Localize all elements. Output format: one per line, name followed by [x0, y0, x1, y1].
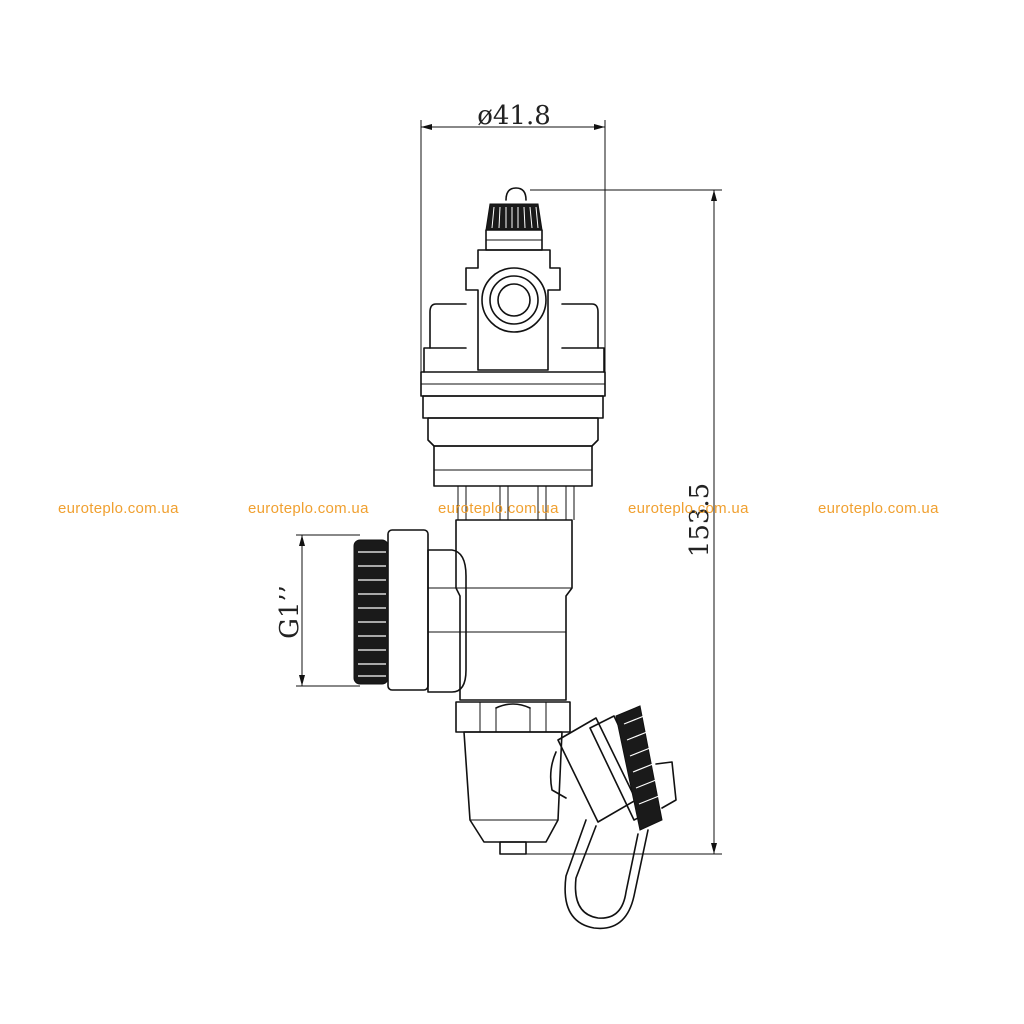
thread-dimension: G1’’ [275, 534, 360, 687]
height-dimension: 153.5 [500, 189, 722, 855]
threaded-connection [353, 529, 429, 691]
drain-cap [557, 705, 677, 930]
top-cap [485, 187, 543, 251]
valve-head [423, 249, 605, 373]
bottom-nut [455, 701, 571, 855]
watermark-1: euroteplo.com.ua [58, 500, 179, 517]
body-rings [420, 371, 606, 520]
watermark-4: euroteplo.com.ua [628, 500, 749, 517]
watermark-5: euroteplo.com.ua [818, 500, 939, 517]
height-label: 153.5 [685, 483, 715, 557]
tee-body [427, 519, 573, 701]
thread-label: G1’’ [275, 585, 305, 639]
watermark-3: euroteplo.com.ua [438, 500, 559, 517]
diameter-dimension: ø41.8 [420, 101, 606, 390]
diameter-label: ø41.8 [477, 101, 551, 131]
watermark-2: euroteplo.com.ua [248, 500, 369, 517]
